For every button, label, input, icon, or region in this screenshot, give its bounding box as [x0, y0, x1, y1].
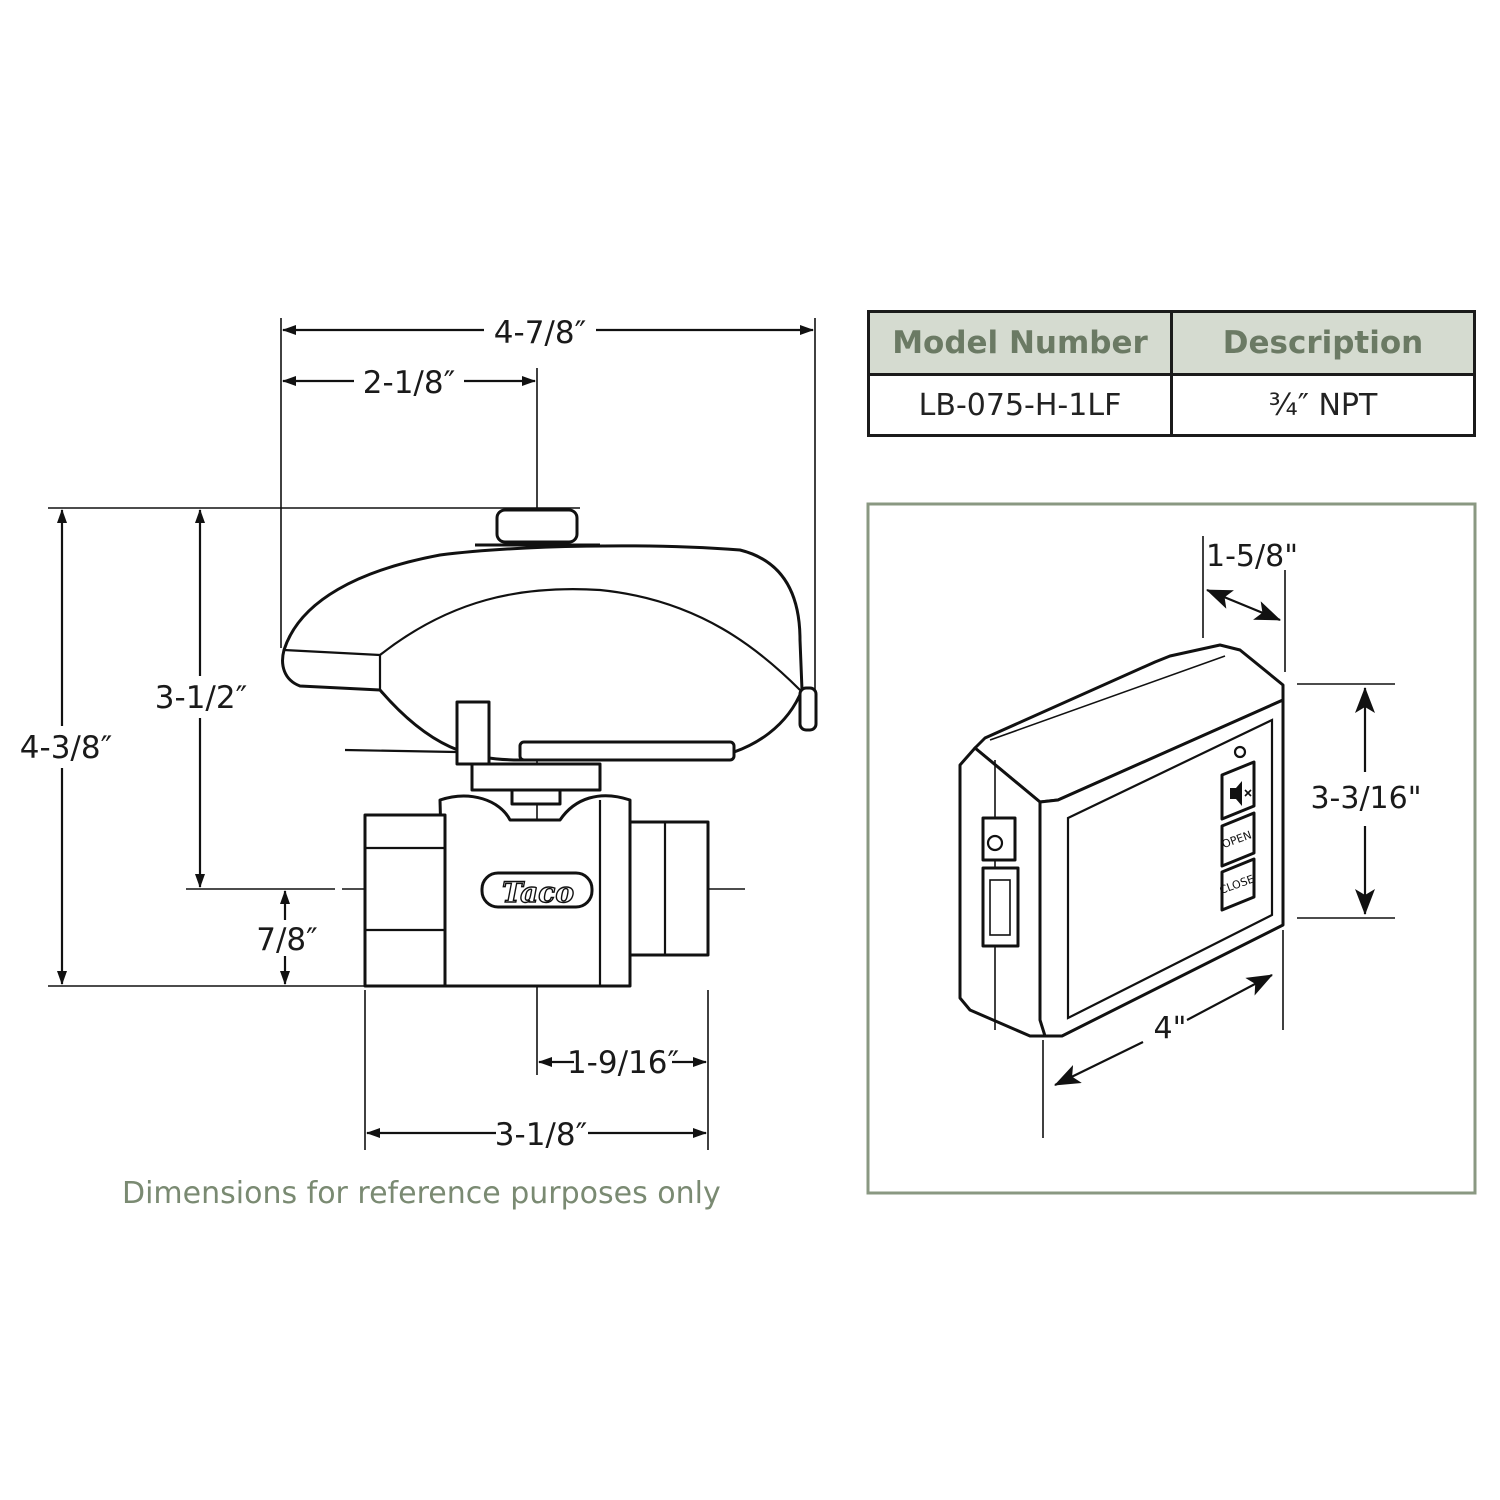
cell-model-number: LB-075-H-1LF: [867, 373, 1173, 437]
dim-half-body-length: 1-9/16″: [567, 1045, 679, 1081]
dim-centerline-offset: 2-1/8″: [363, 365, 455, 401]
dim-box-depth: 1-5/8": [1206, 539, 1298, 574]
table-row: LB-075-H-1LF ¾″ NPT: [867, 373, 1476, 437]
dim-height-below-center: 7/8″: [256, 922, 317, 958]
valve-drawing: [48, 318, 818, 1150]
reference-footnote: Dimensions for reference purposes only: [122, 1176, 721, 1211]
dim-overall-width: 4-7/8″: [494, 315, 586, 351]
dim-box-width: 4": [1154, 1011, 1187, 1046]
header-model-number: Model Number: [867, 310, 1173, 376]
header-description: Description: [1170, 310, 1476, 376]
control-box-frame: [866, 502, 1477, 1195]
dim-height-above-center: 3-1/2″: [155, 680, 247, 716]
table-header-row: Model Number Description: [867, 310, 1476, 376]
dim-box-height: 3-3/16": [1310, 781, 1421, 816]
speaker-mute-icon: [1230, 781, 1242, 806]
cell-description: ¾″ NPT: [1170, 373, 1476, 437]
dim-body-length: 3-1/8″: [495, 1117, 587, 1153]
dim-overall-height: 4-3/8″: [20, 730, 112, 766]
taco-logo: Taco: [502, 876, 574, 909]
model-spec-table: Model Number Description LB-075-H-1LF ¾″…: [867, 310, 1476, 437]
control-box-drawing: [958, 643, 1285, 1038]
